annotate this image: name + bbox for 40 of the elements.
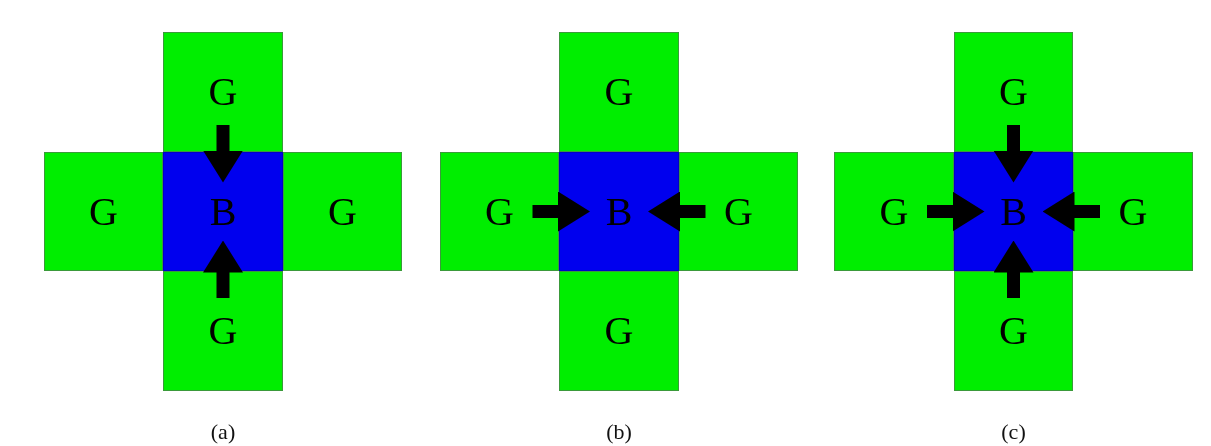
arrow bbox=[203, 240, 243, 298]
pixel-letter: G bbox=[879, 191, 909, 232]
neighbor-pixel-square bbox=[834, 151, 954, 272]
pixel-letter: G bbox=[328, 191, 357, 232]
pixel-letter: G bbox=[208, 311, 238, 351]
neighbor-pixel-square bbox=[953, 271, 1074, 391]
subfigure-caption: (a) bbox=[210, 419, 236, 445]
subfigure-caption: (b) bbox=[606, 419, 632, 445]
pixel-letter: G bbox=[604, 311, 634, 351]
neighbor-pixel-square bbox=[282, 151, 403, 272]
arrow bbox=[203, 125, 243, 183]
pixel-letter: B bbox=[605, 191, 633, 232]
arrow bbox=[993, 125, 1034, 183]
pixel-letter: G bbox=[208, 72, 238, 112]
arrow bbox=[648, 191, 706, 232]
center-pixel-square bbox=[163, 151, 283, 272]
neighbor-pixel-square bbox=[1073, 151, 1193, 272]
pixel-letter: B bbox=[1000, 191, 1027, 232]
arrow bbox=[993, 240, 1034, 298]
neighbor-pixel-square bbox=[559, 32, 679, 152]
subfigure-caption: (c) bbox=[1001, 419, 1026, 445]
pixel-letter: B bbox=[209, 191, 237, 232]
center-pixel-square bbox=[559, 151, 679, 272]
arrow bbox=[927, 191, 985, 232]
pixel-letter: G bbox=[999, 311, 1028, 351]
arrow bbox=[1042, 191, 1100, 232]
neighbor-pixel-square bbox=[953, 32, 1074, 152]
neighbor-pixel-square bbox=[678, 151, 799, 272]
pixel-letter: G bbox=[1118, 191, 1148, 232]
pixel-letter: G bbox=[89, 191, 118, 232]
neighbor-pixel-square bbox=[439, 151, 560, 272]
pixel-letter: G bbox=[485, 191, 514, 232]
neighbor-pixel-square bbox=[43, 151, 164, 272]
pixel-letter: G bbox=[604, 72, 634, 112]
neighbor-pixel-square bbox=[163, 271, 283, 391]
neighbor-pixel-square bbox=[559, 271, 679, 391]
arrow bbox=[532, 191, 590, 232]
pixel-letter: G bbox=[999, 72, 1028, 112]
pixel-letter: G bbox=[724, 191, 753, 232]
neighbor-pixel-square bbox=[163, 32, 283, 152]
